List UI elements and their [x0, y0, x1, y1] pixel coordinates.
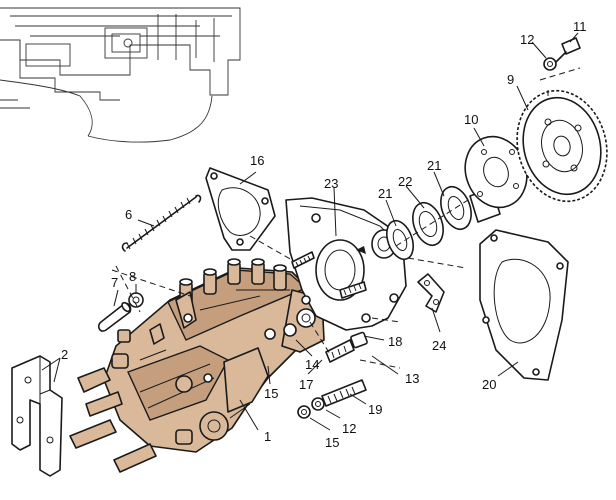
stud-19	[321, 379, 367, 407]
callout-10: 10	[464, 112, 478, 127]
bracket-2	[11, 355, 63, 477]
bolt-17	[325, 339, 355, 363]
bolt-11	[555, 37, 581, 63]
leader-lines	[41, 32, 579, 431]
callout-23: 23	[324, 176, 338, 191]
callout-22: 22	[398, 174, 412, 189]
gear-9	[516, 89, 608, 203]
callout-6: 6	[125, 207, 132, 222]
callout-labels: 1 2 6 7 8 9 10 11 12 12 13 14 15 15 16 1…	[61, 19, 587, 450]
alignment-lines	[111, 67, 581, 369]
callout-17: 17	[299, 377, 313, 392]
callout-20: 20	[482, 377, 496, 392]
callout-8: 8	[129, 269, 136, 284]
callout-2: 2	[61, 347, 68, 362]
callout-18: 18	[388, 334, 402, 349]
callout-7: 7	[111, 275, 118, 290]
callout-13: 13	[405, 371, 419, 386]
washer-12-top	[543, 57, 557, 71]
hub-flange-10	[464, 135, 528, 223]
nut-18	[350, 331, 368, 349]
washer-12-bottom	[311, 397, 325, 411]
nut-15-bottom	[297, 405, 311, 419]
callout-12-bottom: 12	[342, 421, 356, 436]
callout-12-top: 12	[520, 32, 534, 47]
pin-7	[98, 301, 132, 332]
gasket-20	[479, 229, 569, 381]
gasket-16	[205, 167, 276, 251]
callout-24: 24	[432, 338, 446, 353]
stud-bolts	[291, 251, 367, 299]
spring-6	[121, 194, 202, 252]
callout-21-right: 21	[427, 158, 441, 173]
callout-11: 11	[573, 19, 587, 34]
engine-outline	[0, 7, 241, 143]
callout-1: 1	[264, 429, 271, 444]
bearing-22	[412, 201, 444, 247]
callout-9: 9	[507, 72, 514, 87]
callout-14: 14	[305, 357, 319, 372]
callout-15-upper: 15	[264, 386, 278, 401]
seal-21-left	[386, 219, 414, 261]
callout-21-left: 21	[378, 186, 392, 201]
callout-19: 19	[368, 402, 382, 417]
callout-15-lower: 15	[325, 435, 339, 450]
injection-pump-1	[69, 258, 325, 473]
lock-plate-24	[417, 273, 445, 313]
callout-16: 16	[250, 153, 264, 168]
